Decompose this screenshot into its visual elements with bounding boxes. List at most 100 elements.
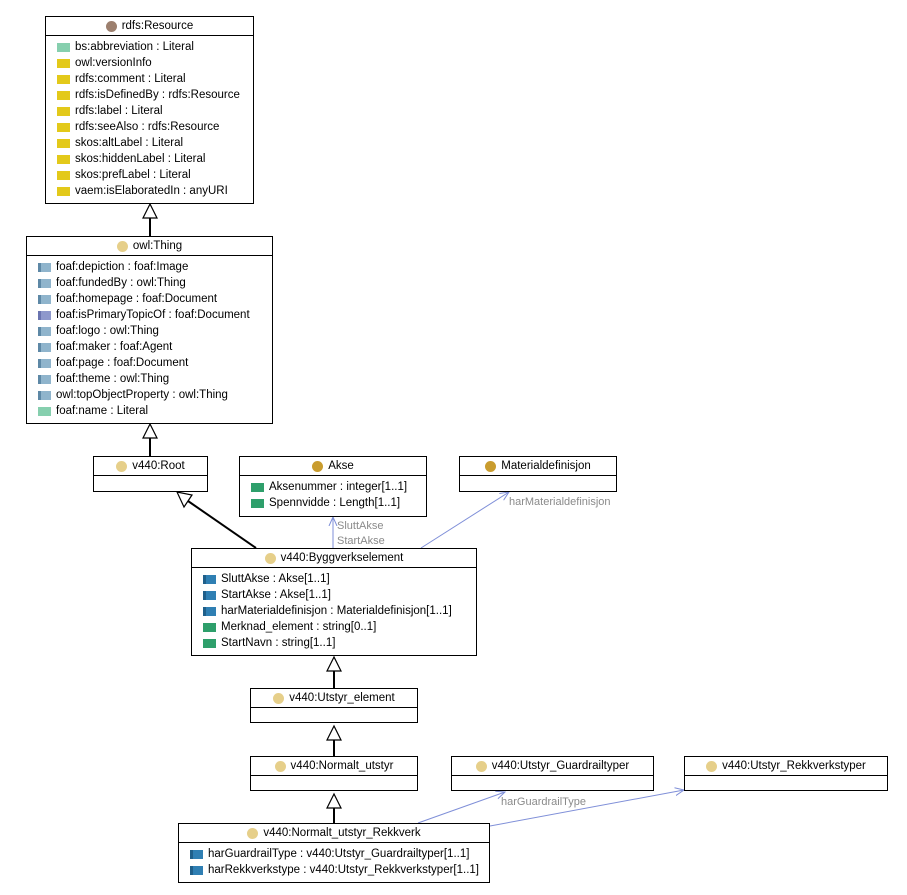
attribute-row[interactable]: skos:prefLabel : Literal — [46, 167, 253, 183]
attribute-label: foaf:name : Literal — [56, 405, 149, 417]
annotation-icon — [57, 138, 70, 148]
attribute-row[interactable]: harMaterialdefinisjon : Materialdefinisj… — [192, 603, 476, 619]
class-icon — [312, 460, 324, 472]
datatype-property-icon — [203, 638, 216, 648]
attribute-row[interactable]: Spennvidde : Length[1..1] — [240, 495, 426, 511]
class-name: v440:Utstyr_Guardrailtyper — [491, 760, 630, 772]
attribute-row[interactable]: rdfs:comment : Literal — [46, 71, 253, 87]
class-icon — [485, 460, 497, 472]
attribute-list: harGuardrailType : v440:Utstyr_Guardrail… — [179, 843, 489, 880]
attribute-row[interactable]: rdfs:seeAlso : rdfs:Resource — [46, 119, 253, 135]
attribute-label: Aksenummer : integer[1..1] — [269, 481, 408, 493]
generalization-arrowhead — [326, 792, 342, 809]
attribute-list — [251, 776, 417, 792]
attribute-row[interactable]: owl:topObjectProperty : owl:Thing — [27, 387, 272, 403]
class-name: v440:Utstyr_element — [289, 692, 395, 704]
attribute-row[interactable]: harGuardrailType : v440:Utstyr_Guardrail… — [179, 846, 489, 862]
class-name: owl:Thing — [132, 240, 183, 252]
attribute-label: harMaterialdefinisjon : Materialdefinisj… — [221, 605, 452, 617]
attribute-label: StartNavn : string[1..1] — [221, 637, 336, 649]
class-icon — [264, 552, 276, 564]
datatype-property-icon — [251, 482, 264, 492]
annotation-icon — [57, 90, 70, 100]
attribute-row[interactable]: Aksenummer : integer[1..1] — [240, 479, 426, 495]
attribute-label: Spennvidde : Length[1..1] — [269, 497, 401, 509]
attribute-list — [452, 776, 653, 792]
object-property-icon — [38, 390, 51, 400]
class-v440-normalt-utstyr-rekkverk[interactable]: v440:Normalt_utstyr_Rekkverk harGuardrai… — [178, 823, 490, 883]
class-akse[interactable]: Akse Aksenummer : integer[1..1] Spennvidd… — [239, 456, 427, 517]
attribute-label: skos:altLabel : Literal — [75, 137, 184, 149]
attribute-label: rdfs:seeAlso : rdfs:Resource — [75, 121, 220, 133]
attribute-row[interactable]: foaf:isPrimaryTopicOf : foaf:Document — [27, 307, 272, 323]
edge-label-har-materialdefinisjon: harMaterialdefinisjon — [509, 496, 611, 508]
annotation-icon — [57, 186, 70, 196]
attribute-row[interactable]: foaf:theme : owl:Thing — [27, 371, 272, 387]
attribute-list — [251, 708, 417, 724]
class-v440-root[interactable]: v440:Root — [93, 456, 208, 492]
attribute-list — [460, 476, 616, 492]
class-icon — [105, 20, 117, 32]
attribute-row[interactable]: StartAkse : Akse[1..1] — [192, 587, 476, 603]
attribute-label: owl:versionInfo — [75, 57, 152, 69]
reference-icon — [190, 849, 203, 859]
attribute-label: foaf:depiction : foaf:Image — [56, 261, 189, 273]
attribute-row[interactable]: foaf:homepage : foaf:Document — [27, 291, 272, 307]
generalization-arrowhead — [175, 491, 193, 509]
generalization-arrowhead — [326, 655, 342, 672]
class-name: Akse — [328, 460, 354, 472]
attribute-row[interactable]: foaf:page : foaf:Document — [27, 355, 272, 371]
attribute-label: harGuardrailType : v440:Utstyr_Guardrail… — [208, 848, 470, 860]
annotation-icon — [57, 122, 70, 132]
literal-icon — [38, 406, 51, 416]
generalization-arrowhead — [142, 202, 158, 219]
class-icon — [475, 760, 487, 772]
attribute-list: bs:abbreviation : Literal owl:versionInfo… — [46, 36, 253, 201]
attribute-row[interactable]: StartNavn : string[1..1] — [192, 635, 476, 651]
attribute-row[interactable]: harRekkverkstype : v440:Utstyr_Rekkverks… — [179, 862, 489, 878]
attribute-label: StartAkse : Akse[1..1] — [221, 589, 331, 601]
class-materialdefinisjon[interactable]: Materialdefinisjon — [459, 456, 617, 492]
attribute-label: foaf:theme : owl:Thing — [56, 373, 170, 385]
generalization-arrowhead — [326, 724, 342, 741]
attribute-row[interactable]: foaf:fundedBy : owl:Thing — [27, 275, 272, 291]
reference-icon — [203, 590, 216, 600]
attribute-label: foaf:fundedBy : owl:Thing — [56, 277, 186, 289]
attribute-row[interactable]: vaem:isElaboratedIn : anyURI — [46, 183, 253, 199]
attribute-row[interactable]: skos:hiddenLabel : Literal — [46, 151, 253, 167]
attribute-row[interactable]: foaf:name : Literal — [27, 403, 272, 419]
attribute-label: foaf:maker : foaf:Agent — [56, 341, 173, 353]
object-property-icon — [38, 262, 51, 272]
attribute-row[interactable]: foaf:maker : foaf:Agent — [27, 339, 272, 355]
attribute-row[interactable]: foaf:logo : owl:Thing — [27, 323, 272, 339]
attribute-row[interactable]: Merknad_element : string[0..1] — [192, 619, 476, 635]
attribute-row[interactable]: owl:versionInfo — [46, 55, 253, 71]
object-property-icon — [38, 326, 51, 336]
attribute-list: foaf:depiction : foaf:Image foaf:fundedBy… — [27, 256, 272, 421]
class-v440-utstyr-element[interactable]: v440:Utstyr_element — [250, 688, 418, 723]
class-name: v440:Root — [132, 460, 185, 472]
class-v440-byggverkselement[interactable]: v440:Byggverkselement SluttAkse : Akse[1… — [191, 548, 477, 656]
reference-icon — [203, 574, 216, 584]
class-icon — [116, 460, 128, 472]
attribute-row[interactable]: foaf:depiction : foaf:Image — [27, 259, 272, 275]
attribute-label: foaf:page : foaf:Document — [56, 357, 189, 369]
edge-label-har-guardrail-type: harGuardrailType — [501, 796, 586, 808]
attribute-row[interactable]: skos:altLabel : Literal — [46, 135, 253, 151]
attribute-label: foaf:isPrimaryTopicOf : foaf:Document — [56, 309, 250, 321]
class-icon — [116, 240, 128, 252]
class-v440-utstyr-rekkverkstyper[interactable]: v440:Utstyr_Rekkverkstyper — [684, 756, 888, 791]
attribute-row[interactable]: SluttAkse : Akse[1..1] — [192, 571, 476, 587]
attribute-label: skos:prefLabel : Literal — [75, 169, 191, 181]
attribute-row[interactable]: rdfs:isDefinedBy : rdfs:Resource — [46, 87, 253, 103]
annotation-icon — [57, 106, 70, 116]
class-v440-utstyr-guardrailtyper[interactable]: v440:Utstyr_Guardrailtyper — [451, 756, 654, 791]
attribute-label: rdfs:isDefinedBy : rdfs:Resource — [75, 89, 240, 101]
attribute-row[interactable]: bs:abbreviation : Literal — [46, 39, 253, 55]
edge-label-slutt-akse: SluttAkse — [337, 520, 384, 532]
attribute-row[interactable]: rdfs:label : Literal — [46, 103, 253, 119]
class-name: v440:Normalt_utstyr_Rekkverk — [263, 827, 421, 839]
class-v440-normalt-utstyr[interactable]: v440:Normalt_utstyr — [250, 756, 418, 791]
